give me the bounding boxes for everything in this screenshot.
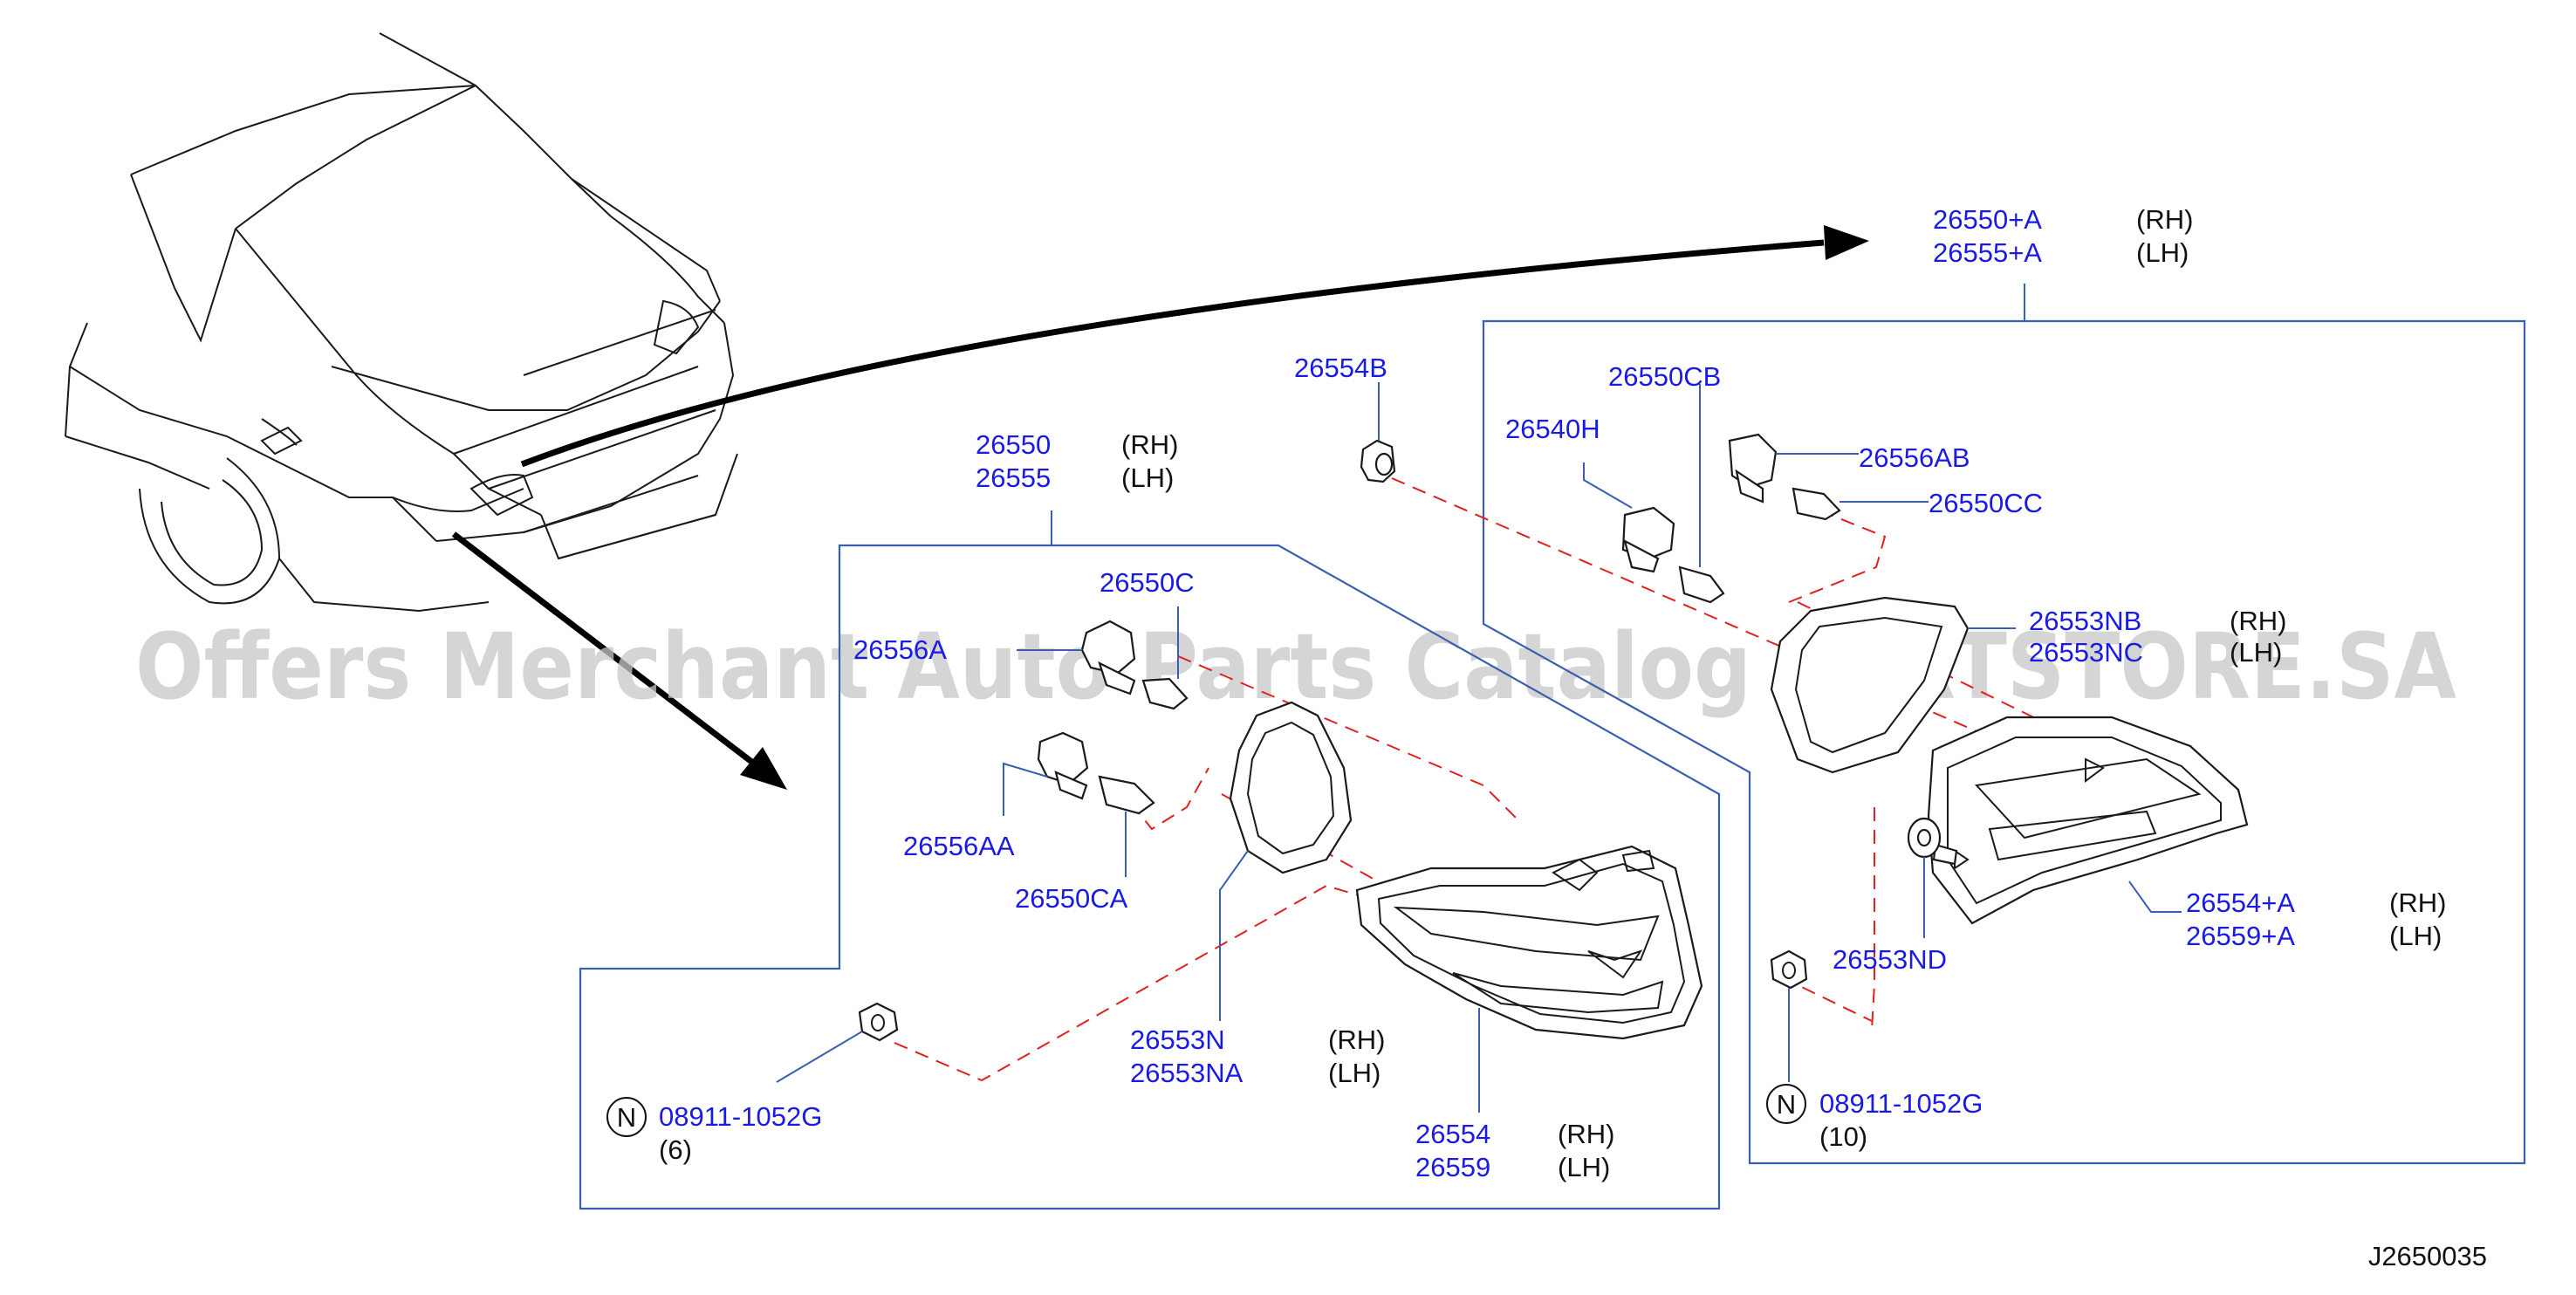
washer-26553ND [1907,817,1942,938]
label-26554-side: (RH) [1558,1119,1614,1149]
watermark: Offers Merchant Auto Parts Catalog PARTS… [135,613,2456,720]
nut-left-quantity: (6) [659,1134,692,1165]
label-26553NB-side: (RH) [2230,606,2286,636]
label-26556A: 26556A [853,634,947,665]
gasket-26553N [1219,701,1353,1021]
label-26556AA: 26556AA [903,831,1015,861]
socket-26540H [1583,462,1675,573]
nut-outer [776,1002,899,1083]
label-26553NA: 26553NA [1130,1058,1243,1088]
label-26554B: 26554B [1294,353,1387,383]
label-26553NC-side: (LH) [2230,637,2282,668]
nut-callout-left: N 08911-1052G (6) [606,1097,822,1165]
label-26550CB: 26550CB [1608,361,1721,392]
inner-group-label: 26550+A 26555+A (RH) (LH) [1933,204,2193,268]
group-inner-lh-side: (LH) [2136,237,2189,268]
label-26550C: 26550C [1100,567,1195,598]
label-26554A-side: (RH) [2389,887,2446,918]
bulb-26550CC [1792,487,1929,521]
label-26553NA-side: (LH) [1328,1058,1380,1088]
diagram-code: J2650035 [2368,1241,2487,1271]
label-26553N: 26553N [1130,1024,1225,1055]
label-26550CA: 26550CA [1015,883,1128,914]
callout-arrows [451,225,1869,790]
socket-26556AB [1728,433,1859,504]
outer-lamp-frame [579,544,1721,1210]
inner-lamp-26554A [1927,716,2249,925]
outer-group-label: 26550 26555 (RH) (LH) [976,429,1178,493]
label-26554: 26554 [1415,1119,1490,1149]
inner-lamp-frame [1482,319,2526,1165]
socket-26556AA [1003,731,1089,816]
label-26559-side: (LH) [1558,1152,1610,1182]
grommet-26554B [1360,382,1396,483]
label-26554A: 26554+A [2186,887,2295,918]
nut-inner [1770,949,1808,1082]
car-rear-sketch [65,32,738,613]
group-outer-rh-number: 26550 [976,429,1051,460]
label-26553ND: 26553ND [1833,944,1947,975]
label-26553NB: 26553NB [2029,606,2141,636]
label-26540H: 26540H [1505,414,1600,444]
group-outer-lh-side: (LH) [1121,462,1174,493]
group-outer-lh-number: 26555 [976,462,1051,493]
group-inner-rh-side: (RH) [2136,204,2193,235]
nut-right-quantity: (10) [1819,1121,1867,1152]
socket-26556A [1017,620,1136,695]
label-26559A-side: (LH) [2389,921,2442,951]
group-outer-rh-side: (RH) [1121,429,1178,460]
label-26553N-side: (RH) [1328,1024,1385,1055]
label-26550CC: 26550CC [1929,488,2043,518]
nut-right-symbol: N [1777,1089,1796,1120]
bulb-26550CB [1678,384,1725,604]
bulb-26550CA [1098,775,1155,877]
bulb-26550C [1141,606,1189,710]
outer-lamp-26554 [1355,845,1703,1113]
gasket-26553NB [1770,596,2016,774]
group-inner-lh-number: 26555+A [1933,237,2042,268]
nut-callout-right: N 08911-1052G (10) [1766,1084,1983,1152]
nut-left-symbol: N [617,1102,636,1133]
label-26556AB: 26556AB [1859,442,1970,473]
nut-right-part-number: 08911-1052G [1819,1088,1983,1119]
n-symbol-icon [1766,1084,1806,1124]
nut-left-part-number: 08911-1052G [659,1101,822,1132]
label-26559A: 26559+A [2186,921,2295,951]
label-26559: 26559 [1415,1152,1490,1182]
n-symbol-icon [606,1097,647,1137]
group-inner-rh-number: 26550+A [1933,204,2042,235]
label-26553NC: 26553NC [2029,637,2143,668]
